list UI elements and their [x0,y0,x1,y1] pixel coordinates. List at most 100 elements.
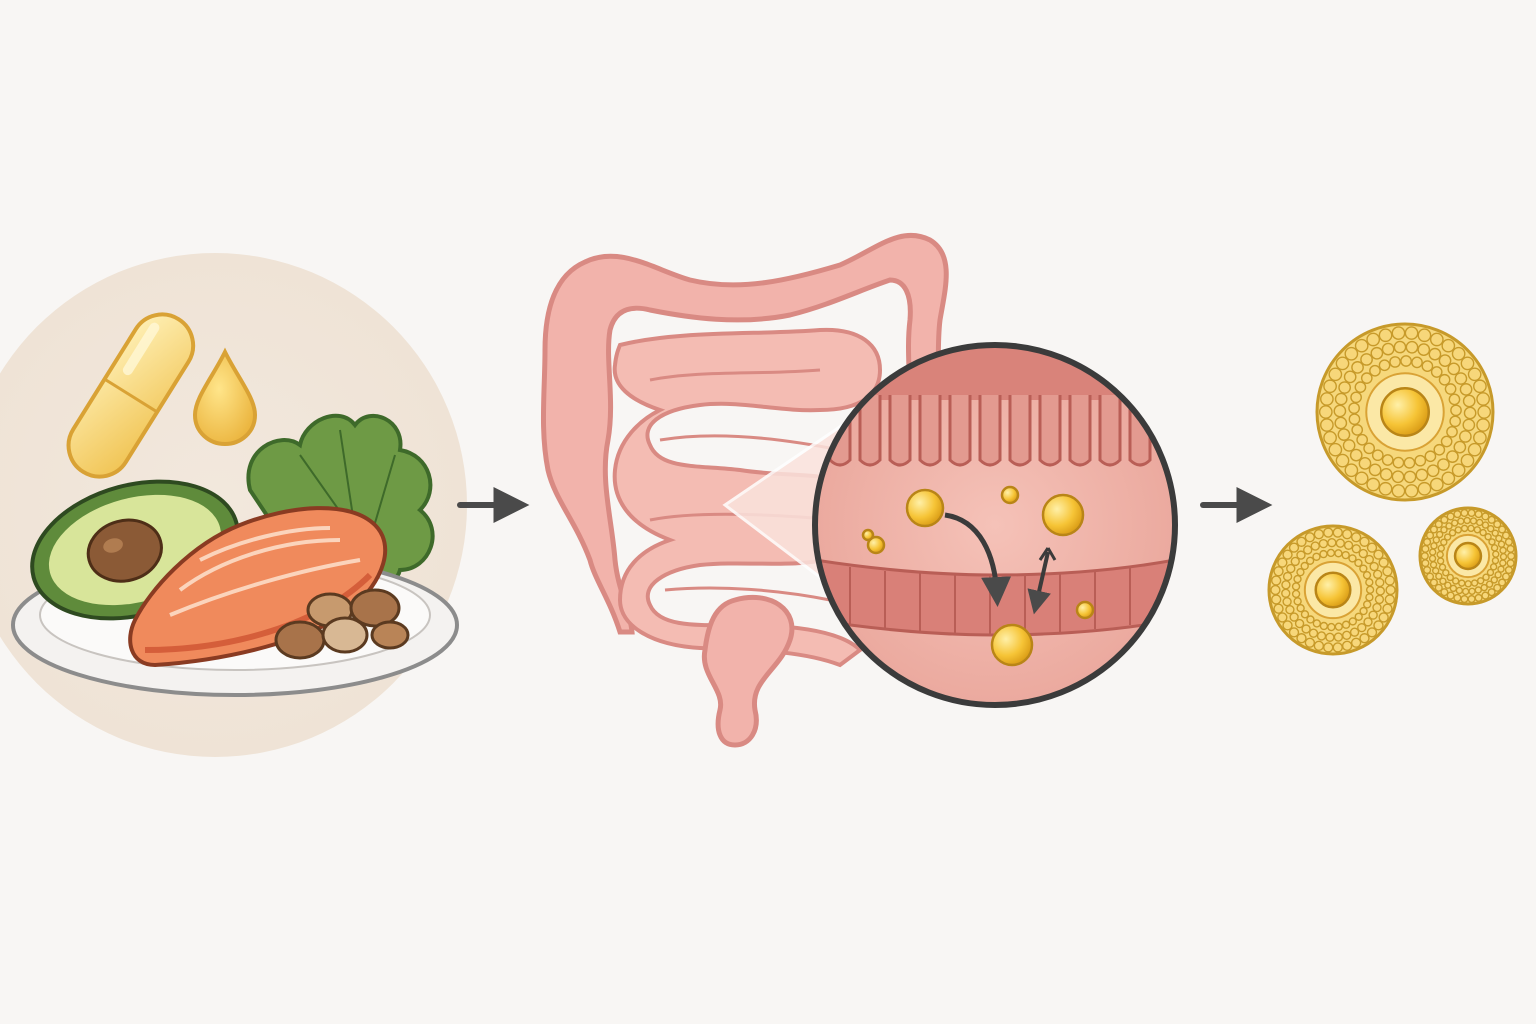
micelle-bead [1381,342,1395,356]
micelle-bead [1467,524,1475,533]
micelle-bead [1282,571,1293,582]
micelle-bead [1443,533,1452,541]
micelle-bead [1507,551,1516,561]
micelle-bead [1370,346,1384,360]
micelle-bead [1327,537,1337,548]
micelle-bead [1351,544,1361,554]
micelle-bead [1301,624,1311,634]
micelle-bead [1271,594,1282,605]
micelle-bead [1476,418,1490,432]
micelle-bead [1363,617,1373,627]
capsule-icon [66,312,196,479]
micelle-bead [1369,561,1379,572]
micelle-bead [1323,379,1337,394]
micelle-icon-small [1418,506,1518,606]
micelle-bead [1294,618,1305,629]
micelle-bead [1497,540,1506,548]
micelle-bead [1372,602,1382,613]
micelle-bead [1277,612,1288,623]
micelle-bead [1342,439,1356,452]
micelle-bead [1286,563,1296,574]
micelle-bead [1356,433,1369,446]
micelle-bead [1349,627,1360,637]
micelle-bead [1428,347,1442,361]
micelle-core [1314,571,1352,609]
micelle-bead [1348,413,1361,426]
micelle-bead [1423,537,1432,547]
micelle-bead [1481,591,1490,600]
micelle-bead [1378,612,1389,623]
micelle-bead [1454,526,1462,534]
micelle-bead [1360,372,1373,385]
micelle-bead [1378,557,1389,568]
micelle-bead [1425,531,1435,540]
micelle-bead [1379,467,1393,481]
micelle-bead [1378,328,1393,343]
micelle-bead [1319,621,1329,631]
micelle-bead [1359,536,1370,547]
micelle-bead [1481,512,1490,521]
micelle-bead [1479,528,1487,537]
micelle-bead [1445,522,1453,530]
micelle-bead [1350,532,1362,543]
micelle-bead [1506,559,1515,568]
micelle-bead [1304,637,1316,648]
micelle-bead [1334,549,1343,558]
micelle-bead [1491,556,1500,565]
micelle-bead [1477,405,1492,419]
micelle-bead [1378,481,1393,496]
micelle-bead [1282,596,1292,607]
micelle-bead [1487,515,1496,524]
micelle-bead [1300,561,1309,571]
micelle-bead [1289,612,1299,622]
micelle-bead [1421,360,1434,372]
micelle-bead [1354,381,1367,394]
micelle-bead [1501,531,1511,540]
micelle-bead [1350,391,1362,404]
micelle-bead [1476,392,1490,406]
micelle-bead [1437,544,1445,552]
micelle-bead [1428,554,1437,563]
micelle-bead [1438,373,1451,386]
micelle-bead [1344,346,1359,361]
micelle-bead [1338,381,1352,394]
micelle-bead [1462,394,1476,408]
micelle-bead [1325,632,1335,642]
micelle-bead [1444,383,1457,395]
micelle-bead [1365,585,1375,594]
lipid-droplets [861,485,1095,667]
micelle-bead [1487,588,1496,597]
micelle-bead [1475,518,1484,527]
micelle-bead [1405,340,1419,354]
micelle-bead [1457,517,1465,525]
micelle-bead [1467,442,1482,457]
micelle-bead [1323,642,1334,653]
micelle-bead [1435,572,1443,580]
micelle-bead [1453,510,1462,519]
micelle-bead [1304,532,1316,543]
micelle-bead [1440,538,1448,546]
micelle-bead [1281,588,1291,598]
micelle-bead [1332,527,1343,538]
micelle-icon-medium [1267,524,1399,656]
micelle-bead [1332,642,1343,653]
micelle-bead [1277,557,1288,568]
micelle-bead [1334,392,1348,406]
micelle-bead [1440,526,1448,534]
micelle-bead [1495,534,1503,543]
micelle-bead [1362,570,1372,580]
micelle-bead [1342,630,1352,641]
large-intestine-icon [540,232,949,635]
micelle-bead [1310,541,1320,551]
micelle-bead [1323,430,1337,445]
micelle-bead [1438,354,1452,367]
micelle-bead [1337,428,1351,441]
micelle-bead [1490,576,1498,584]
micelle-bead [1320,392,1334,406]
micelle-bead [1501,572,1511,581]
micelle-bead [1293,574,1302,584]
micelle-bead [1285,604,1295,615]
micelle-bead [1476,577,1485,585]
micelle-bead [1368,610,1378,620]
micelle-bead [1391,484,1406,498]
